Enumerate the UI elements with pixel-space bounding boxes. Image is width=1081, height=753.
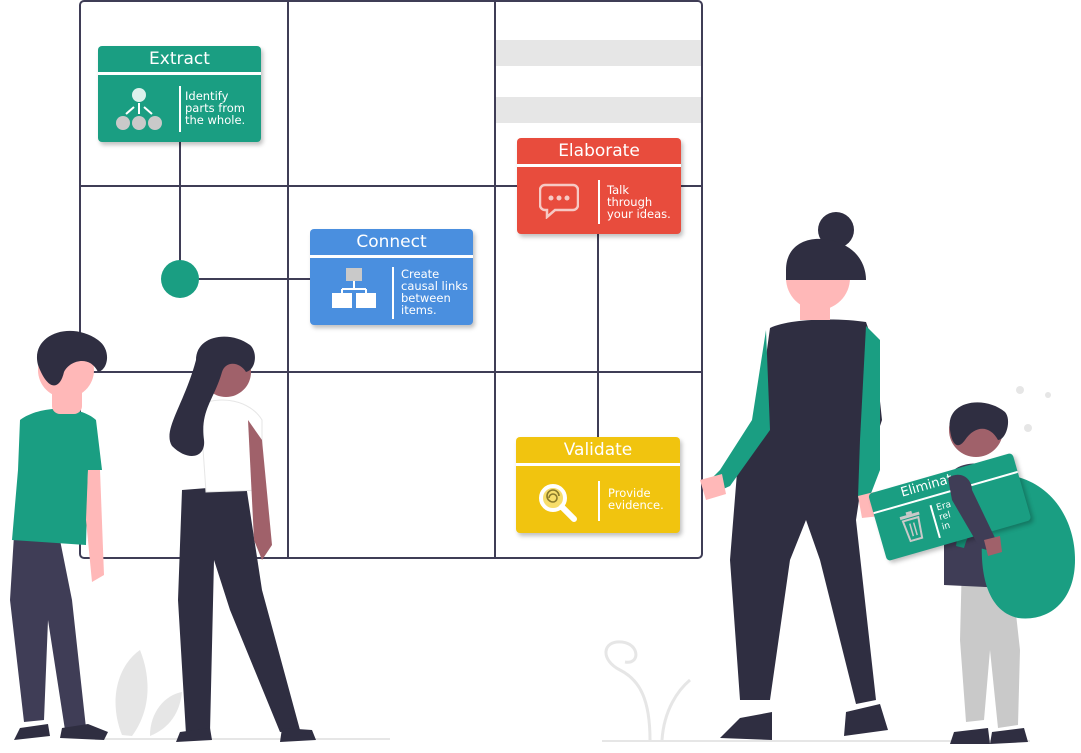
decor-dot — [1016, 386, 1024, 394]
person-man-green-shirt — [10, 330, 108, 740]
card-separator — [598, 180, 600, 224]
card-title: Connect — [356, 232, 427, 252]
card-divider — [517, 164, 681, 167]
spiral-plant — [604, 640, 691, 741]
card-title: Elaborate — [558, 141, 640, 161]
card-description: Talk through your ideas. — [607, 183, 671, 221]
extract-card: Extract Identify parts from the whole. — [98, 46, 261, 142]
elaborate-card: Elaborate Talk through your ideas. — [517, 138, 681, 234]
card-divider — [98, 72, 261, 75]
held-eliminate-card: Eliminat Era rel in — [868, 452, 1032, 562]
card-description: Provide evidence. — [608, 486, 664, 512]
connect-card: Connect Create causal links between item… — [310, 229, 473, 325]
validate-card: Validate Provide evidence. — [516, 437, 680, 533]
card-divider — [516, 463, 680, 466]
card-title: Extract — [149, 49, 210, 69]
card-description: Create causal links between items. — [401, 267, 468, 317]
speech-bubble-icon — [539, 183, 579, 219]
decor-dot — [1024, 424, 1032, 432]
grid-placeholder-bar — [496, 97, 702, 123]
whiteboard-border — [79, 0, 703, 559]
flowchart-icon — [332, 268, 376, 308]
card-separator — [598, 481, 600, 521]
grid-placeholder-bar — [496, 40, 702, 66]
leaf-plant — [115, 650, 182, 736]
card-separator — [179, 86, 181, 132]
person-woman-white-top — [169, 336, 316, 742]
hierarchy-icon — [116, 88, 162, 130]
card-separator — [392, 267, 394, 319]
card-title: Validate — [563, 440, 633, 460]
card-divider — [310, 255, 473, 258]
trash-icon — [899, 510, 924, 543]
magnifier-icon — [539, 484, 577, 522]
decor-dot — [1045, 392, 1051, 398]
person-woman-black-jumpsuit — [700, 212, 888, 740]
connector-node — [161, 260, 199, 298]
card-description: Identify parts from the whole. — [185, 89, 246, 127]
